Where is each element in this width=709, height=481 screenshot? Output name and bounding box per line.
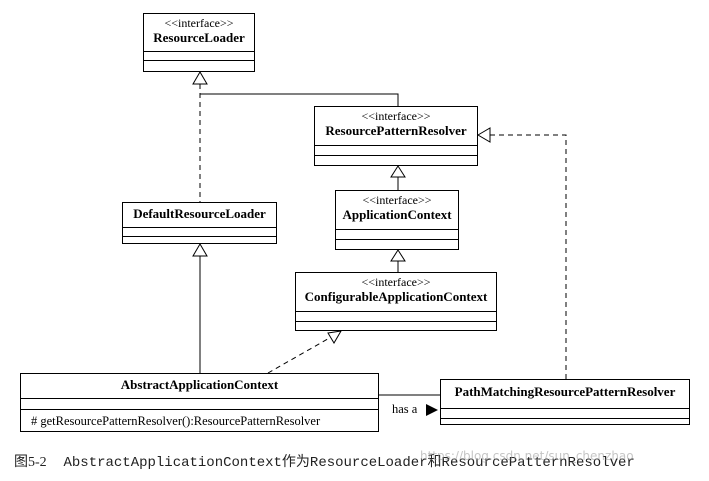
class-application-context: <<interface>> ApplicationContext [335, 190, 459, 250]
class-name: ResourcePatternResolver [325, 123, 467, 138]
operations-compartment [123, 237, 276, 246]
class-name: DefaultResourceLoader [133, 206, 266, 221]
class-path-matching-resolver: PathMatchingResourcePatternResolver [440, 379, 690, 425]
figure-caption: 图5-2 AbstractApplicationContext作为Resourc… [14, 451, 635, 471]
attributes-compartment [315, 146, 477, 156]
association-direction-icon [426, 404, 438, 416]
attributes-compartment [336, 230, 458, 240]
class-header: DefaultResourceLoader [123, 206, 276, 228]
class-header: PathMatchingResourcePatternResolver [441, 384, 689, 409]
extends-arrow-resolver [390, 165, 406, 178]
class-name: ConfigurableApplicationContext [304, 289, 488, 304]
class-header: <<interface>> ResourcePatternResolver [315, 109, 477, 146]
operations-compartment [315, 156, 477, 166]
class-resource-pattern-resolver: <<interface>> ResourcePatternResolver [314, 106, 478, 166]
realization-line-pathmatching-to-resolver [490, 134, 567, 379]
class-name: PathMatchingResourcePatternResolver [454, 384, 676, 399]
association-label: has a [392, 402, 418, 416]
class-name: ResourceLoader [153, 30, 245, 45]
operations-compartment [336, 240, 458, 250]
class-name: AbstractApplicationContext [120, 377, 279, 392]
attributes-compartment [144, 52, 254, 61]
class-header: <<interface>> ResourceLoader [144, 16, 254, 52]
method-get-resource-pattern-resolver: # getResourcePatternResolver():ResourceP… [31, 414, 321, 428]
caption-text: AbstractApplicationContext作为ResourceLoad… [63, 455, 635, 471]
realization-arrow-resource-loader [192, 71, 208, 85]
operations-compartment [441, 419, 689, 428]
attributes-compartment [123, 228, 276, 237]
watermark: https://blog.csdn.net/sun_chenzhao [420, 449, 634, 463]
class-default-resource-loader: DefaultResourceLoader [122, 202, 277, 244]
stereotype-label: <<interface>> [361, 275, 431, 289]
stereotype-label: <<interface>> [164, 16, 234, 30]
operations-compartment [144, 61, 254, 71]
class-resource-loader: <<interface>> ResourceLoader [143, 13, 255, 72]
attributes-compartment [21, 399, 378, 410]
class-header: AbstractApplicationContext [21, 377, 378, 399]
operations-compartment [296, 322, 496, 331]
class-abstract-application-context: AbstractApplicationContext # getResource… [20, 373, 379, 432]
extends-arrow-appctx [390, 249, 406, 262]
realization-arrow-resolver [477, 127, 491, 143]
stereotype-label: <<interface>> [362, 193, 432, 207]
attributes-compartment [296, 312, 496, 322]
realization-arrow-config [327, 330, 342, 344]
extends-line-resolver-to-loader [200, 93, 399, 106]
class-configurable-application-context: <<interface>> ConfigurableApplicationCon… [295, 272, 497, 331]
stereotype-label: <<interface>> [361, 109, 431, 123]
realization-line-abstract-to-config [267, 335, 334, 374]
class-header: <<interface>> ConfigurableApplicationCon… [296, 275, 496, 312]
attributes-compartment [441, 409, 689, 419]
class-header: <<interface>> ApplicationContext [336, 193, 458, 230]
figure-number: 图5-2 [14, 455, 47, 470]
class-name: ApplicationContext [342, 207, 452, 222]
